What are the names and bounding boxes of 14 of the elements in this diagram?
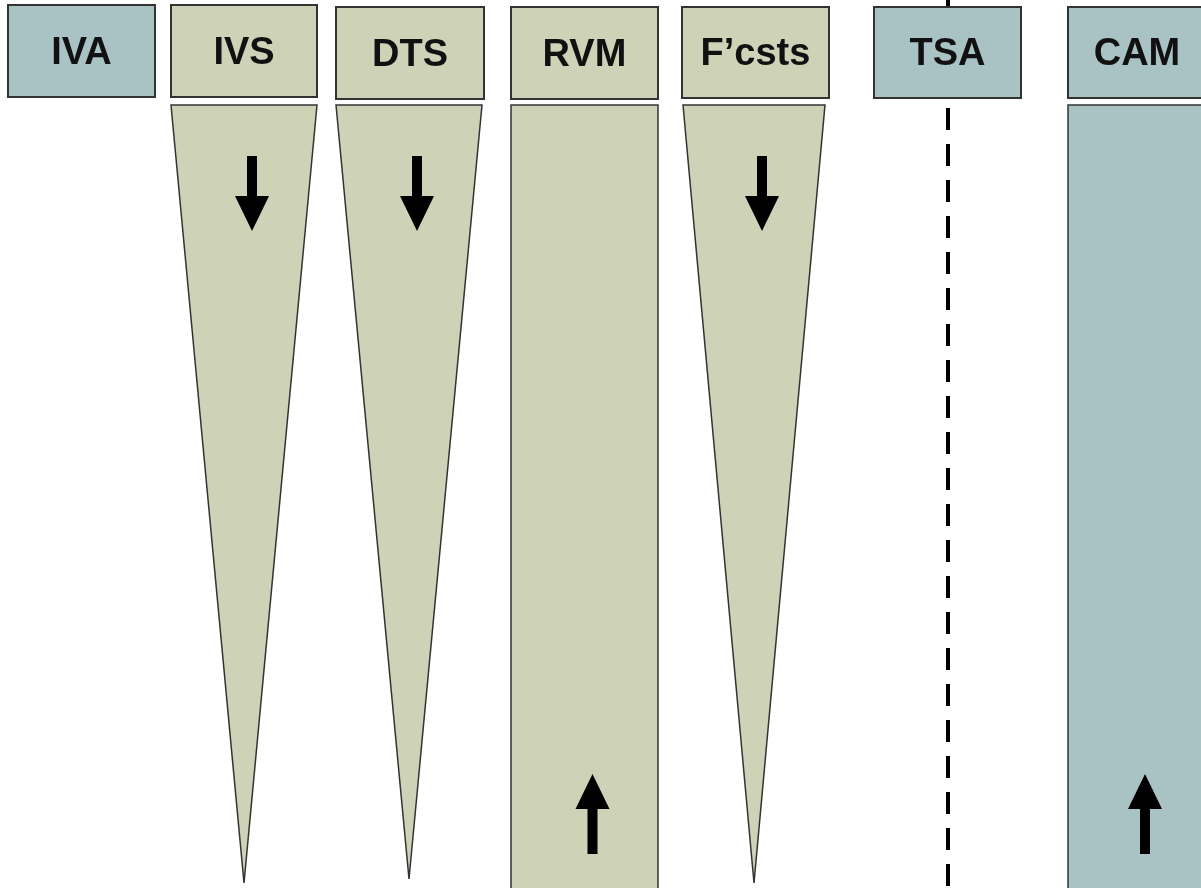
- header-box: [681, 6, 830, 99]
- column-heading: F’csts: [700, 31, 811, 74]
- column-heading: IVS: [213, 29, 275, 73]
- column-heading: DTS: [372, 31, 448, 75]
- column-heading: CAM: [1093, 31, 1181, 74]
- header-box: [1067, 6, 1201, 99]
- header-box: [335, 6, 485, 100]
- header-box: [170, 4, 318, 98]
- header-box: [510, 6, 659, 100]
- header-box: [7, 4, 156, 98]
- column-heading: IVA: [51, 29, 112, 73]
- column-heading: RVM: [542, 31, 627, 75]
- column-heading: TSA: [909, 31, 986, 74]
- header-box: [873, 6, 1022, 99]
